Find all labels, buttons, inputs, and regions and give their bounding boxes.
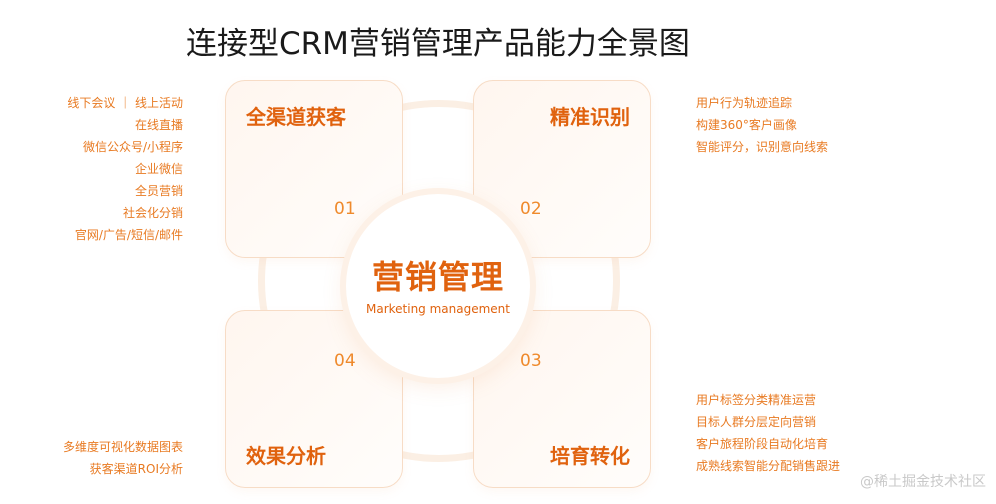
list-item: 社会化分销 — [122, 206, 183, 220]
center-subtitle: Marketing management — [365, 302, 510, 316]
center-title: 营销管理 — [371, 258, 504, 296]
quadrant-number: 01 — [334, 199, 356, 219]
quadrant-number: 03 — [520, 351, 542, 371]
list-item: 全员营销 — [134, 184, 183, 198]
list-item: 成熟线索智能分配销售跟进 — [696, 459, 841, 473]
watermark: @稀土掘金技术社区 — [860, 474, 986, 490]
connector-ring — [258, 100, 620, 462]
conversion-feature-list: 用户标签分类精准运营 目标人群分层定向营销 客户旅程阶段自动化培育 成熟线索智能… — [696, 389, 840, 477]
list-item: 用户行为轨迹追踪 — [696, 96, 793, 110]
quadrant-title: 全渠道获客 — [246, 105, 346, 129]
list-item: 用户标签分类精准运营 — [696, 393, 817, 407]
list-item: 获客渠道ROI分析 — [89, 462, 183, 476]
quadrant-number: 04 — [334, 351, 356, 371]
page-title: 连接型CRM营销管理产品能力全景图 — [186, 26, 690, 62]
center-hub: 营销管理 Marketing management — [346, 194, 530, 378]
list-item: 在线直播 — [134, 118, 183, 132]
quadrant-number: 02 — [520, 199, 542, 219]
quadrant-title: 效果分析 — [246, 444, 326, 468]
list-item: 智能评分，识别意向线索 — [696, 140, 829, 154]
list-item: 目标人群分层定向营销 — [696, 415, 817, 429]
identification-feature-list: 用户行为轨迹追踪 构建360°客户画像 智能评分，识别意向线索 — [696, 92, 828, 158]
quadrant-title: 精准识别 — [550, 105, 630, 129]
list-item: 官网/广告/短信/邮件 — [74, 228, 183, 242]
list-item: 微信公众号/小程序 — [82, 140, 183, 154]
list-item: 企业微信 — [134, 162, 183, 176]
list-item: 线下会议 ｜ 线上活动 — [67, 96, 183, 110]
list-item: 客户旅程阶段自动化培育 — [696, 437, 829, 451]
quadrant-title: 培育转化 — [550, 444, 630, 468]
list-item: 构建360°客户画像 — [696, 118, 797, 132]
analysis-feature-list: 多维度可视化数据图表 获客渠道ROI分析 — [63, 436, 183, 480]
list-item: 多维度可视化数据图表 — [62, 440, 183, 454]
acquisition-channel-list: 线下会议 ｜ 线上活动 在线直播 微信公众号/小程序 企业微信 全员营销 社会化… — [67, 92, 183, 246]
